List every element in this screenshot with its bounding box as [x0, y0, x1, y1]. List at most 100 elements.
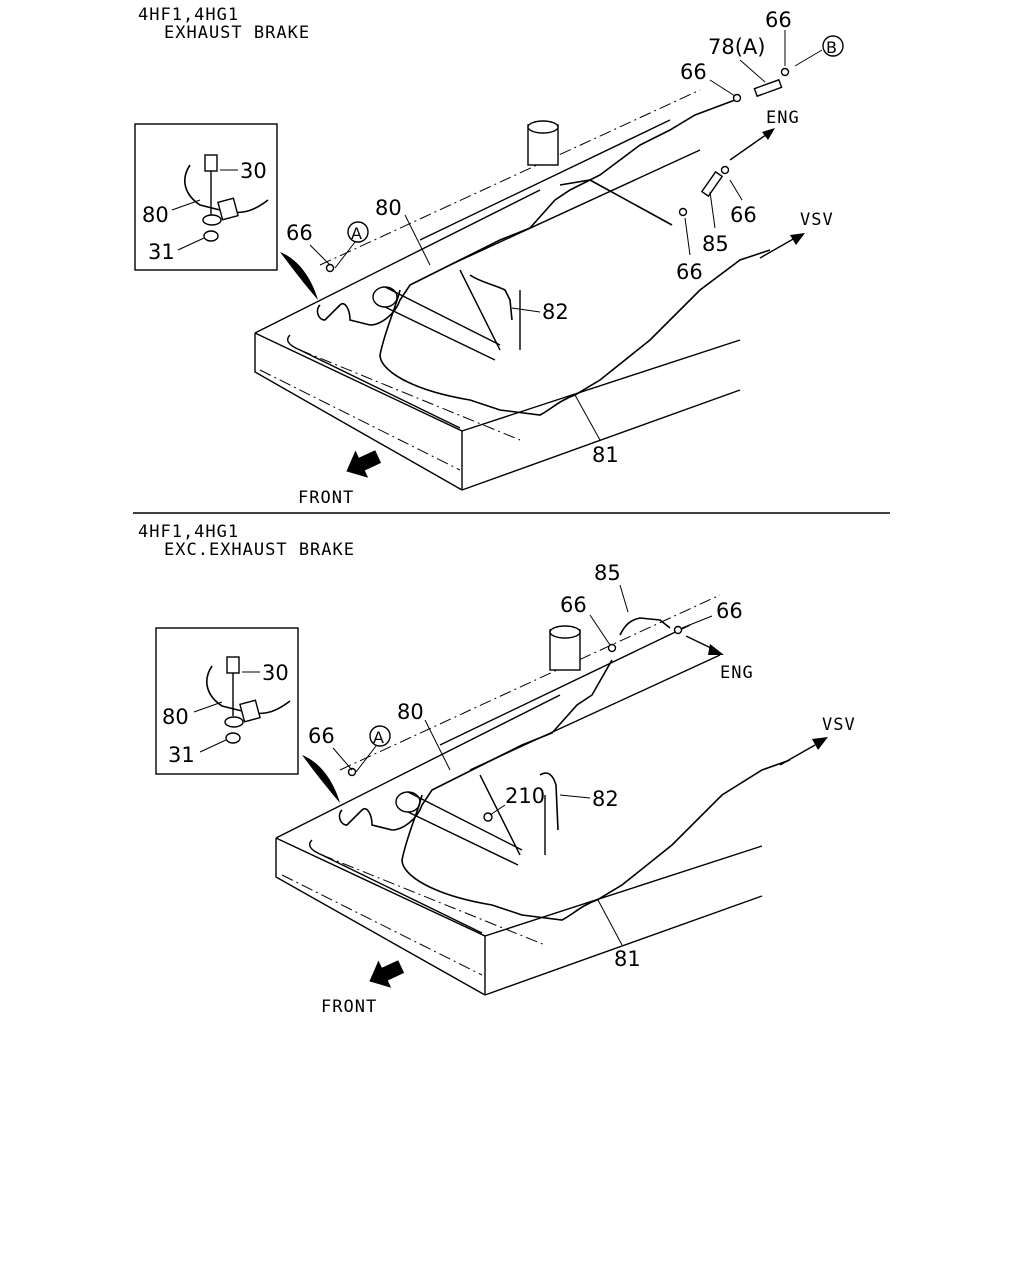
bottom-callout-210: 210 [505, 784, 545, 808]
top-callout-81: 81 [592, 443, 619, 467]
top-cylinder-end [372, 286, 398, 308]
bottom-section: 4HF1,4HG1 EXC.EXHAUST BRAKE 30 80 31 [138, 522, 855, 1017]
top-leader-66-low [684, 217, 691, 256]
top-callout-80: 80 [375, 196, 402, 220]
top-callout-66-a: 66 [286, 221, 313, 245]
top-rail-upper2 [449, 149, 701, 266]
bottom-vsv-arrow-line [779, 744, 816, 766]
top-pipes [316, 67, 790, 416]
bottom-vsv-arrow-head [812, 737, 828, 750]
bottom-clip-66-b [673, 625, 683, 635]
top-hose-85 [700, 170, 724, 198]
bottom-eng-arrow-head [708, 644, 724, 655]
bottom-centerline [339, 594, 721, 771]
top-crossmember-face [254, 333, 463, 491]
top-leader-85 [709, 191, 716, 229]
top-clip-66-d [720, 165, 730, 175]
top-section: 4HF1,4HG1 EXHAUST BRAKE 30 80 31 [134, 5, 844, 508]
top-inset-frame [134, 123, 278, 271]
bottom-callout-82: 82 [592, 787, 619, 811]
top-leader-81 [574, 394, 601, 441]
top-mount-cap [527, 120, 559, 134]
bottom-cylinder-lines [479, 774, 546, 856]
bottom-leader-82 [559, 794, 591, 799]
top-leader-66-mid [729, 179, 743, 201]
top-eng-arrow-line [729, 131, 771, 161]
bottom-hidden-line [321, 854, 546, 946]
top-callout-85: 85 [702, 232, 729, 256]
top-leader-a [334, 241, 356, 269]
top-rail-inner-lower [461, 389, 741, 491]
top-ref-b-circle [822, 35, 844, 57]
bottom-callout-66-left: 66 [560, 593, 587, 617]
top-leader-66-a [309, 244, 331, 266]
bottom-rail-inner-lower [484, 895, 763, 996]
bottom-pipe-82 [539, 772, 559, 831]
bottom-callout-31: 31 [168, 743, 195, 767]
top-hidden-line [299, 349, 521, 441]
bottom-callout-eng: ENG [720, 663, 754, 683]
bottom-inset-washer [224, 716, 244, 728]
top-callout-80-inset: 80 [142, 203, 169, 227]
top-callout-30: 30 [240, 159, 267, 183]
top-clip-66-c [678, 207, 688, 217]
top-leader-78a [739, 59, 766, 83]
top-vsv-arrow-head [790, 233, 805, 245]
top-header-variant: EXHAUST BRAKE [164, 23, 310, 43]
top-leader-b [794, 49, 823, 67]
bottom-callout-80: 80 [397, 700, 424, 724]
bottom-detail-pointer-icon [302, 755, 340, 803]
bottom-crossmember-face [275, 838, 486, 996]
top-leader-31 [177, 237, 205, 251]
bottom-inset-clip [239, 699, 261, 723]
top-cylinder-body [384, 286, 501, 361]
top-inset-pipe [184, 164, 269, 214]
bottom-rail-upper [439, 624, 691, 746]
top-rail-outer [254, 189, 541, 334]
bottom-inset-detail: 30 80 31 [155, 627, 299, 775]
top-rail-upper [419, 119, 671, 241]
top-clip-66-b [780, 67, 790, 77]
bottom-rail-inner [309, 839, 483, 934]
bottom-mount-cap [549, 625, 581, 639]
top-inset-washer [202, 214, 222, 226]
bottom-header-model: 4HF1,4HG1 [138, 522, 239, 542]
bottom-cylinder-body [407, 791, 523, 866]
bottom-rail-inner-edge [484, 845, 763, 937]
top-rail-inner-edge [461, 339, 741, 432]
top-eng-arrow-head [762, 128, 775, 140]
bottom-callout-80-inset: 80 [162, 705, 189, 729]
top-inset-nut [203, 230, 219, 242]
bottom-ref-a-circle [369, 725, 391, 747]
top-callout-66-left: 66 [680, 60, 707, 84]
top-pipe-82 [469, 274, 513, 321]
top-vsv-arrow-line [759, 237, 796, 259]
top-leader-80-inset [171, 199, 201, 211]
top-callout-78a: 78(A) [708, 35, 765, 59]
bottom-leader-31 [199, 739, 227, 753]
top-callout-66-top: 66 [765, 8, 792, 32]
top-ref-a-circle [347, 221, 369, 243]
bottom-leader-66-left [589, 614, 611, 646]
top-inset-detail: 30 80 31 [134, 123, 278, 271]
bottom-pipe-81 [401, 759, 791, 921]
top-callout-eng: ENG [766, 108, 800, 128]
top-callout-31: 31 [148, 240, 175, 264]
top-detail-pointer-icon [280, 252, 318, 300]
top-inset-clip [217, 197, 239, 221]
bottom-callout-30: 30 [262, 661, 289, 685]
top-centerline [319, 89, 701, 266]
top-front-arrow-icon [346, 450, 382, 478]
bottom-leader-81 [597, 899, 623, 946]
top-cylinder-lines [459, 269, 521, 351]
top-pipe-branch [559, 179, 673, 226]
top-pipe-81 [379, 249, 771, 416]
bottom-hose-85 [619, 617, 671, 636]
bottom-callout-85: 85 [594, 561, 621, 585]
top-hidden-line2 [259, 369, 461, 471]
top-leader-80 [404, 214, 431, 266]
bottom-inset-nut [225, 732, 241, 744]
bottom-leader-a [355, 745, 377, 773]
bottom-leader-80-inset [193, 701, 223, 713]
